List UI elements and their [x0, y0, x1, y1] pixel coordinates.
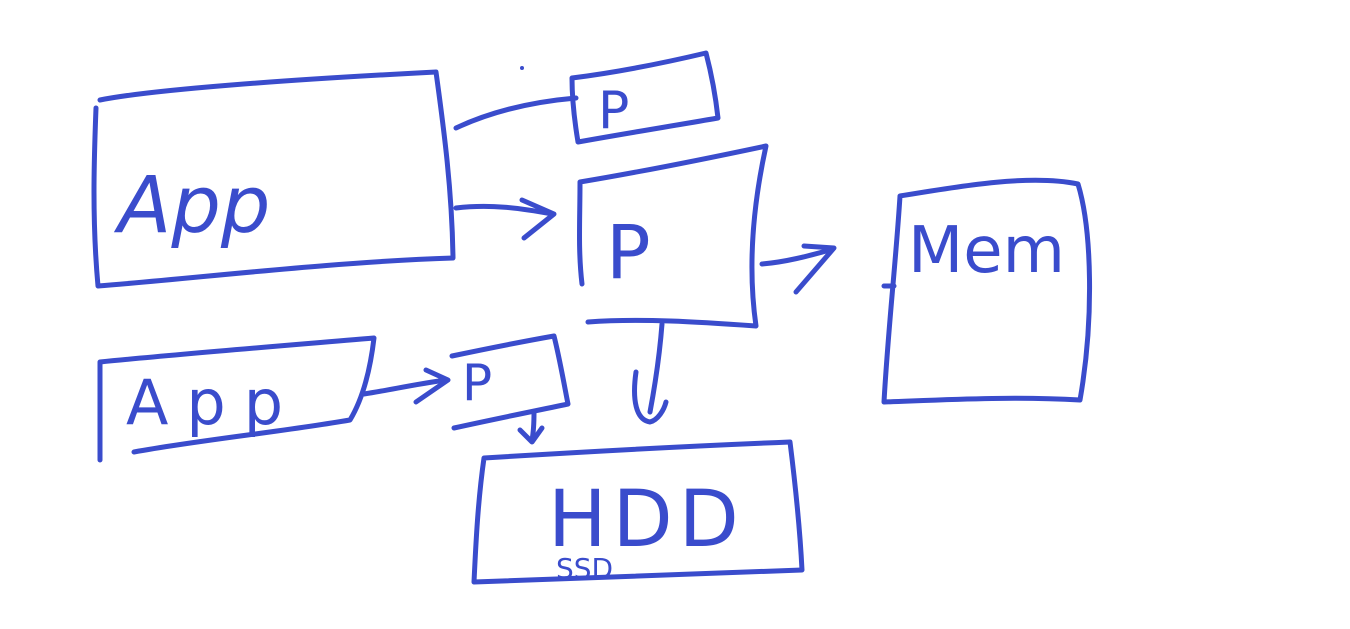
process-bottom-box: P [449, 333, 571, 431]
arrow-app-to-process-main-shaft [453, 203, 555, 217]
process-main-box: P [577, 143, 769, 329]
arrow-process-to-storage-head [632, 369, 669, 425]
memory-label: Mem [908, 214, 1065, 288]
process-bottom-box-outline [449, 333, 571, 431]
arrow-process-to-memory [759, 243, 837, 295]
arrow-process-to-storage-shaft [647, 321, 665, 415]
arrow-app-bottom-to-process-head [413, 367, 451, 405]
arrow-process-to-memory-head [793, 243, 837, 295]
connector-app-to-process-small [453, 95, 579, 131]
process-small-label: P [598, 81, 629, 141]
storage-main-label: HDD [548, 475, 745, 565]
process-main-box-outline [577, 143, 769, 329]
storage-sub-label: SSD [556, 552, 613, 585]
process-bottom-label: P [462, 354, 492, 412]
storage-box-outline [471, 439, 805, 585]
stray-ink-dot [520, 66, 524, 70]
arrow-app-bottom-to-process [361, 367, 451, 405]
process-small-box: P [569, 50, 721, 145]
arrow-process-bottom-to-storage [517, 409, 545, 445]
app-top-label: App [113, 161, 270, 251]
arrow-process-to-storage [632, 321, 669, 425]
app-bottom-box-outline [97, 335, 377, 463]
arrow-process-to-memory-shaft [759, 247, 833, 267]
storage-box: HDD SSD [471, 439, 805, 585]
process-main-label: P [606, 210, 651, 296]
app-bottom-box: App [97, 335, 377, 463]
arrow-app-to-process-main-head [519, 197, 557, 241]
memory-box-outline [881, 177, 1093, 405]
process-small-box-outline [569, 50, 721, 145]
arrow-app-bottom-to-process-shaft [361, 377, 449, 397]
app-top-box-outline [91, 69, 456, 289]
app-bottom-label: App [126, 366, 301, 439]
arrow-app-to-process-main [453, 197, 557, 241]
app-top-box: App [91, 69, 456, 289]
arrow-process-bottom-to-storage-head [517, 425, 545, 445]
memory-box: Mem [881, 177, 1093, 405]
